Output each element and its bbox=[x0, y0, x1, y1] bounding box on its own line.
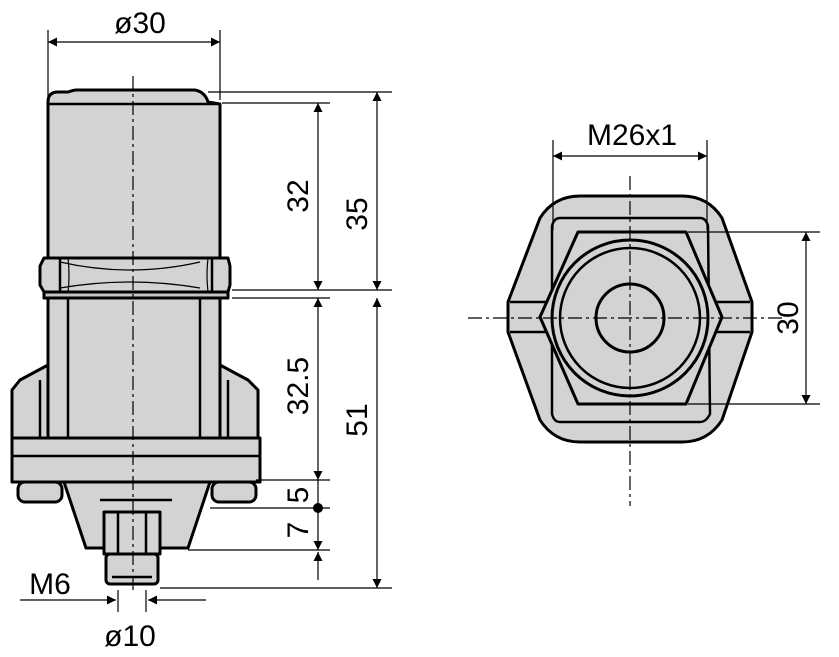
top-dimensions: M26x1 30 bbox=[552, 119, 820, 405]
m6-thread bbox=[104, 552, 160, 586]
spigot bbox=[102, 510, 162, 556]
upper-body bbox=[46, 88, 222, 260]
top-view bbox=[468, 176, 784, 506]
right-bolt-head bbox=[210, 480, 258, 504]
left-wing bbox=[10, 363, 50, 440]
side-dimensions: ø30 32 35 32.5 51 5 7 M6 bbox=[20, 7, 392, 653]
dim-m6: M6 bbox=[29, 568, 71, 601]
dim-32: 32 bbox=[282, 179, 315, 212]
dim-dia-10: ø10 bbox=[104, 620, 156, 653]
dim-35: 35 bbox=[341, 197, 374, 230]
dim-7: 7 bbox=[282, 522, 315, 539]
dim-5: 5 bbox=[282, 487, 315, 504]
right-wing bbox=[218, 363, 260, 440]
flange bbox=[10, 436, 262, 484]
dim-51: 51 bbox=[341, 403, 374, 436]
dim-dia-30: ø30 bbox=[114, 7, 166, 40]
dim-32-5: 32.5 bbox=[282, 357, 315, 415]
left-bolt-head bbox=[16, 480, 64, 504]
dim-m26x1: M26x1 bbox=[587, 119, 677, 152]
dim-30: 30 bbox=[772, 301, 805, 334]
lower-body bbox=[46, 296, 222, 440]
side-view bbox=[10, 76, 262, 592]
